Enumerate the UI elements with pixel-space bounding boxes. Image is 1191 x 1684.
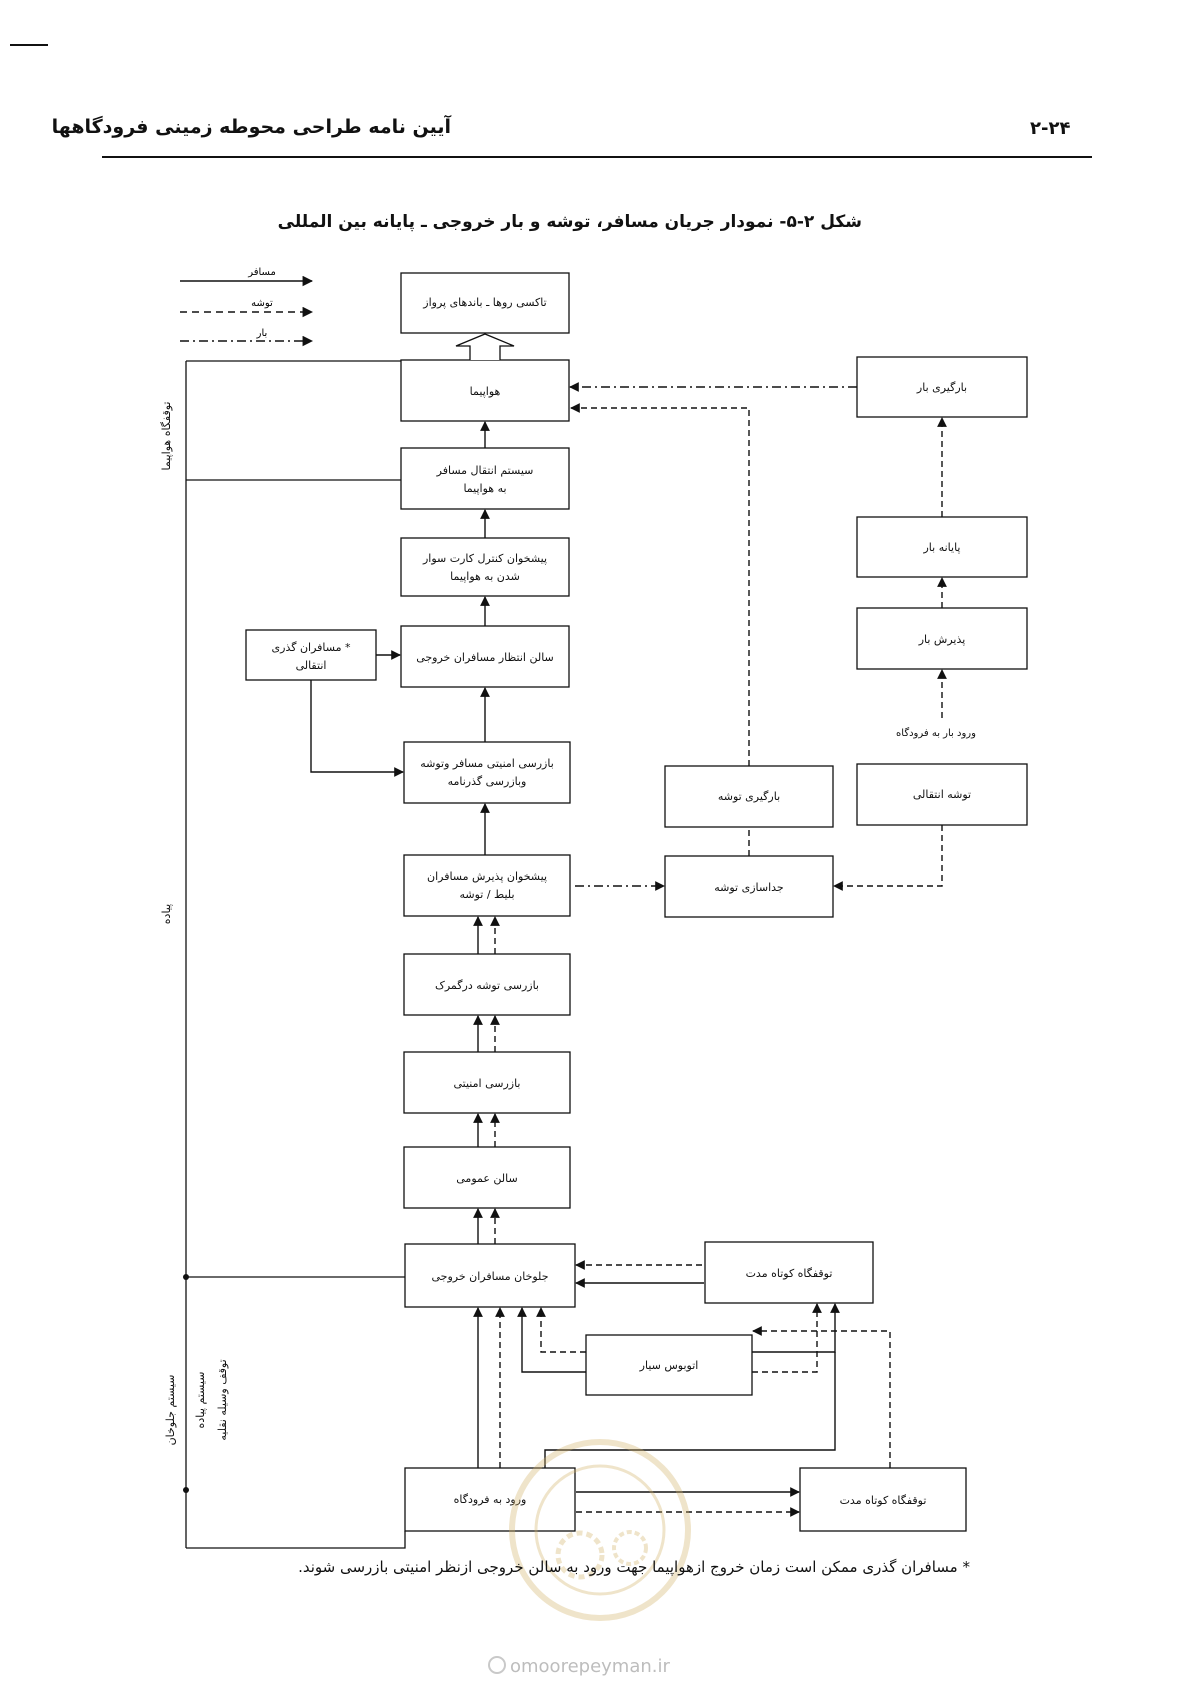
box-transfer-system: [400, 447, 570, 510]
left-walkway-lines: [185, 360, 406, 1549]
label-checkin-2: بلیط / توشه: [459, 888, 514, 901]
box-curbside: [404, 1243, 576, 1308]
box-airport-entry: [404, 1467, 576, 1532]
label-departure-lounge: سالن انتظار مسافران خروجی: [416, 651, 554, 664]
label-cargo-acceptance: پذیرش بار: [918, 633, 966, 646]
side-label-pedestrian-system: سیستم پیاده: [194, 1372, 207, 1429]
at-icon: [488, 1656, 506, 1674]
box-checkin: [403, 854, 571, 917]
box-cargo-terminal: [856, 516, 1028, 578]
label-aircraft: هواپیما: [470, 385, 501, 398]
legend-cargo-label: بار: [256, 328, 268, 339]
label-short-stop-2: توقفگاه کوتاه مدت: [840, 1494, 927, 1507]
label-boarding-control-2: شدن به هواپیما: [450, 570, 520, 583]
label-short-stop-1: توقفگاه کوتاه مدت: [746, 1267, 833, 1280]
box-short-stop-2: [799, 1467, 967, 1532]
label-security-passport-1: بازرسی امنیتی مسافر وتوشه: [420, 757, 554, 770]
document-title: آیین نامه طراحی محوطه زمینی فرودگاهها: [51, 116, 451, 138]
box-transfer-baggage: [856, 763, 1028, 826]
box-baggage-loading: [664, 765, 834, 828]
watermark-site: omoorepeyman.ir: [488, 1656, 670, 1677]
figure-caption: شکل ۲-۵- نمودار جریان مسافر، توشه و بار …: [277, 212, 862, 232]
label-checkin-1: پیشخوان پذیرش مسافران: [427, 870, 547, 883]
passenger-spine: [473, 421, 490, 1468]
label-transit-2: انتقالی: [296, 659, 327, 672]
legend-baggage-label: توشه: [251, 298, 273, 309]
junction-dot-2: [183, 1487, 189, 1493]
label-public-hall: سالن عمومی: [456, 1172, 517, 1185]
side-label-walkways: پیاده: [160, 904, 173, 924]
label-taxiway: تاکسی روها ـ باندهای پرواز: [422, 296, 546, 309]
label-security-passport-2: وبازرسی گذرنامه: [448, 775, 527, 788]
header-rule: [102, 156, 1092, 158]
side-label-curb-system: سیستم جلوخان: [164, 1375, 177, 1446]
label-baggage-sorting: جداسازی توشه: [714, 881, 783, 894]
box-customs: [403, 953, 571, 1016]
box-public-hall: [403, 1146, 571, 1209]
box-aircraft: [400, 359, 570, 422]
bus-loops: [517, 1303, 840, 1468]
bus-loops-dashed: [536, 1303, 891, 1468]
label-customs: بازرسی توشه درگمرک: [435, 979, 539, 992]
label-transfer-baggage: توشه انتقالی: [913, 788, 971, 801]
label-transfer-system-1: سیستم انتقال مسافر: [436, 464, 534, 477]
label-security: بازرسی امنیتی: [454, 1077, 521, 1090]
box-departure-lounge: [400, 625, 570, 688]
footnote: * مسافران گذری ممکن است زمان خروج ازهواپ…: [298, 1558, 970, 1576]
box-boarding-control: [400, 537, 570, 597]
label-bus: اتوبوس سیار: [639, 1359, 699, 1372]
label-airport-entry: ورود به فرودگاه: [454, 1493, 527, 1506]
page-number: ۲-۲۴: [1030, 118, 1071, 139]
label-transit-1: * مسافران گذری: [272, 641, 351, 654]
corner-mark: [10, 44, 48, 46]
box-security-passport: [403, 741, 571, 804]
box-short-stop-1: [704, 1241, 874, 1304]
watermark-text: omoorepeyman.ir: [510, 1656, 670, 1677]
label-baggage-loading: بارگیری توشه: [718, 790, 780, 803]
label-cargo-terminal: پایانه بار: [922, 541, 960, 554]
cargo-flow: [569, 382, 857, 891]
box-transit-passengers: [245, 629, 377, 681]
legend-passenger-label: مسافر: [247, 267, 276, 278]
baggage-spine: [490, 916, 505, 1468]
box-taxiway: [400, 272, 570, 334]
transit-to-security-arrow: [310, 680, 404, 777]
box-bus: [585, 1334, 753, 1396]
label-cargo-entry: ورود بار به فرودگاه: [896, 727, 976, 739]
side-label-aircraft-stand: توقفگاه هواپیما: [160, 402, 173, 471]
side-label-vehicle-stop: توقف وسیله نقلیه: [216, 1359, 229, 1440]
box-cargo-loading: [856, 356, 1028, 418]
label-cargo-loading: بارگیری بار: [916, 381, 967, 394]
junction-dot-1: [183, 1274, 189, 1280]
label-transfer-system-2: به هواپیما: [463, 482, 506, 495]
box-security: [403, 1051, 571, 1114]
legend: مسافر توشه بار: [180, 267, 314, 347]
label-curbside: جلوخان مسافران خروجی: [431, 1270, 548, 1283]
label-boarding-control-1: پیشخوان کنترل کارت سوار: [422, 552, 547, 565]
watermark-seal: [509, 1439, 691, 1621]
baggage-flow: [570, 403, 943, 891]
aircraft-to-taxiway-arrow: [455, 333, 515, 360]
